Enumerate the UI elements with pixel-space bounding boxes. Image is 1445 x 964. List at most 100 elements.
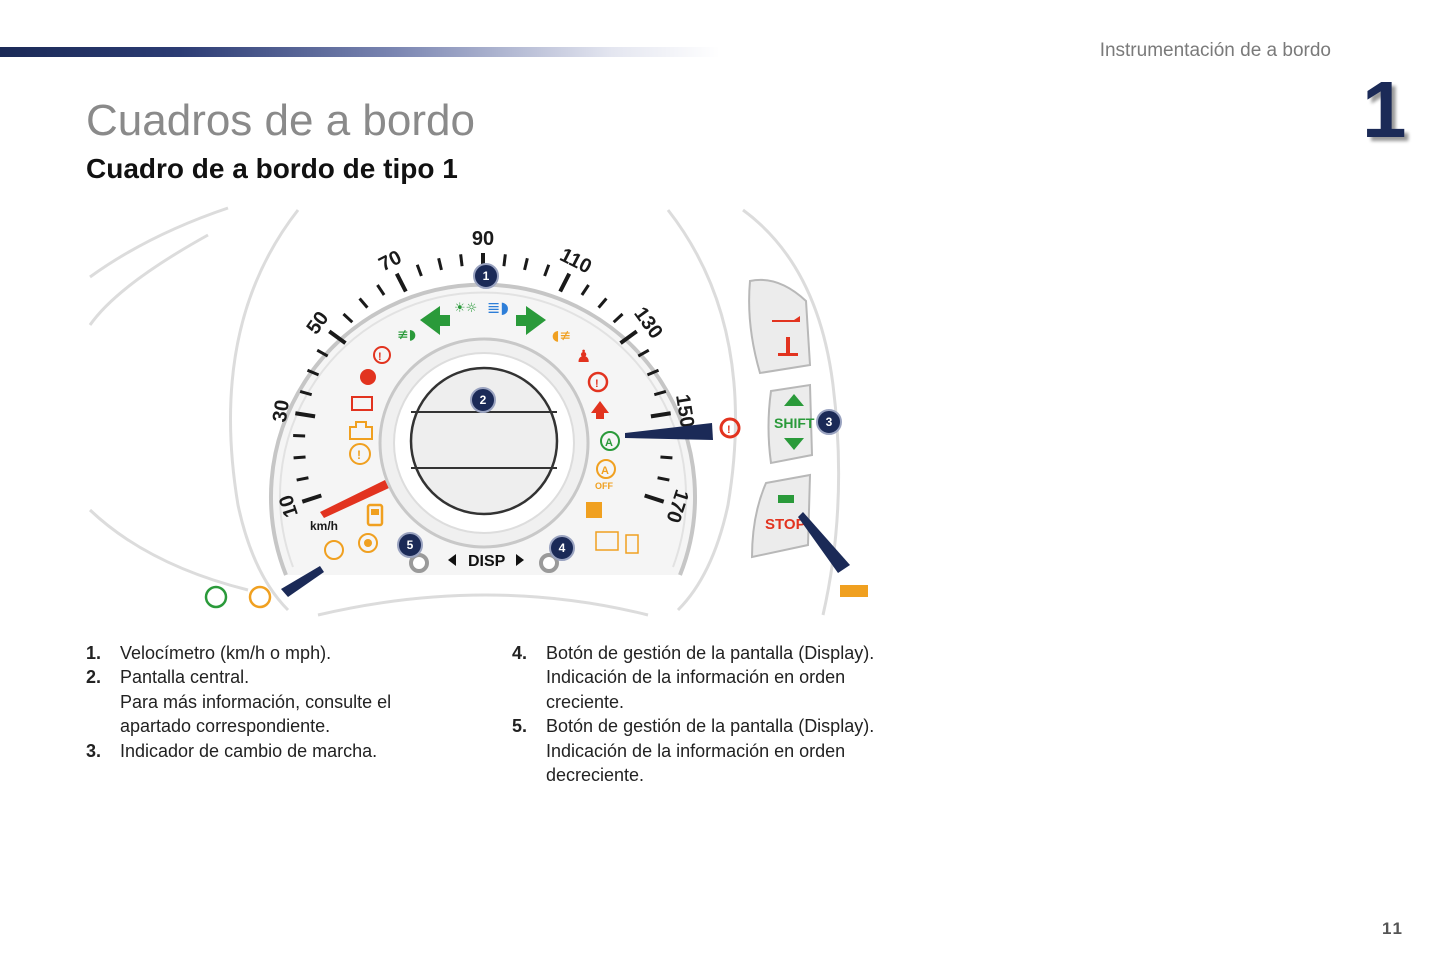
- legend-text: Velocímetro (km/h o mph).: [120, 643, 332, 663]
- speed-minor-tick: [358, 297, 369, 309]
- shift-label: SHIFT: [774, 415, 815, 431]
- speed-minor-tick: [415, 264, 423, 277]
- legend-text: Pantalla central.: [120, 667, 250, 688]
- legend-text: Botón de gestión de la pantalla (Display…: [546, 716, 875, 737]
- start-stop-icon: A: [600, 431, 620, 451]
- high-beam-icon: ≣◗: [487, 298, 509, 317]
- legend-text: decreciente.: [546, 765, 645, 786]
- speed-label: 150: [671, 393, 698, 429]
- legend-left: 1. Velocímetro (km/h o mph). 2. Pantalla…: [86, 641, 486, 763]
- speed-minor-tick: [306, 368, 320, 377]
- speed-minor-tick: [316, 348, 329, 358]
- svg-text:◖≢: ◖≢: [552, 328, 571, 344]
- speed-minor-tick: [657, 476, 670, 482]
- display-decrease-button[interactable]: [409, 553, 429, 573]
- speed-label: 90: [472, 228, 494, 250]
- svg-text:2: 2: [480, 393, 487, 407]
- speed-minor-tick: [660, 455, 673, 460]
- speed-minor-tick: [597, 297, 608, 309]
- svg-text:!: !: [595, 378, 599, 390]
- legend-number: 1.: [86, 643, 102, 663]
- speed-minor-tick: [437, 257, 443, 271]
- indicator-arrow-right-icon: [516, 306, 546, 335]
- oil-pressure-icon: [772, 316, 800, 322]
- legend-text: apartado correspondiente.: [120, 716, 331, 737]
- speed-minor-tick: [296, 476, 309, 482]
- callout-pointer-3: [625, 423, 713, 440]
- legend-text: Para más información, consulte el: [120, 691, 392, 712]
- gear-warning-icon: !: [719, 417, 741, 439]
- callout-3: 3: [816, 409, 842, 435]
- svg-text:!: !: [357, 448, 361, 462]
- esp-icon: [586, 502, 602, 518]
- speed-minor-tick: [612, 312, 624, 324]
- speed-minor-tick: [580, 284, 590, 296]
- callout-pointer-stop: [798, 512, 850, 573]
- header-gradient-bar: [0, 47, 720, 57]
- speed-major-tick: [650, 411, 671, 419]
- speed-limiter-icon: [358, 533, 378, 553]
- indicator-arrow-left-icon: [420, 306, 450, 335]
- svg-text:3: 3: [826, 415, 833, 429]
- speed-limiter-active-icon: [248, 585, 272, 609]
- speed-label: 50: [303, 308, 334, 339]
- esp-off-icon: [595, 531, 619, 551]
- speed-label: 130: [629, 303, 666, 343]
- speed-label: 30: [269, 398, 294, 423]
- legend-number: 2.: [86, 667, 102, 688]
- seatbelt-icon: ♟: [576, 347, 591, 367]
- speed-major-tick: [619, 329, 638, 345]
- speed-minor-tick: [502, 254, 507, 267]
- side-lights-icon: ☀☼: [454, 301, 477, 316]
- speed-major-tick: [394, 272, 408, 293]
- page-title: Cuadros de a bordo: [86, 96, 475, 145]
- legend-item-4: 4. Botón de gestión de la pantalla (Disp…: [512, 641, 932, 714]
- speed-minor-tick: [293, 455, 306, 460]
- speed-major-tick: [295, 411, 316, 419]
- page-number: 11: [1382, 919, 1404, 938]
- legend-number: 4.: [512, 643, 528, 663]
- chapter-number: 1: [1362, 65, 1407, 154]
- speed-minor-tick: [376, 284, 386, 296]
- display-increase-button[interactable]: [539, 553, 559, 573]
- speed-major-tick: [328, 329, 347, 345]
- stop-start-active-icon: [778, 495, 794, 503]
- brake-warning-icon: !: [373, 346, 391, 364]
- speed-unit-label: km/h: [310, 519, 338, 533]
- rear-fog-icon: ◖≢: [552, 328, 571, 344]
- speed-major-tick: [301, 493, 322, 504]
- speed-label: 70: [375, 246, 405, 276]
- airbag-icon: [360, 369, 376, 385]
- speedometer-needle: [320, 480, 389, 518]
- legend-text: Indicación de la información en orden: [546, 740, 846, 761]
- svg-text:OFF: OFF: [595, 481, 613, 491]
- shift-down-arrow-icon: [784, 438, 804, 450]
- legend-number: 5.: [512, 716, 528, 737]
- callout-2: 2: [470, 387, 496, 413]
- central-display: [409, 366, 559, 516]
- legend-text: creciente.: [546, 691, 625, 712]
- tyre-pressure-icon: !: [349, 443, 371, 465]
- svg-text:A: A: [601, 465, 609, 477]
- svg-text:5: 5: [407, 538, 414, 552]
- callout-5: 5: [397, 532, 423, 558]
- cruise-control-icon: [324, 540, 344, 560]
- legend-text: Indicador de cambio de marcha.: [120, 740, 378, 761]
- section-title: Instrumentación de a bordo: [1099, 40, 1331, 61]
- stop-label: STOP: [765, 516, 806, 533]
- speedometer-ticks: [293, 253, 673, 504]
- speed-minor-tick: [653, 389, 667, 397]
- svg-text:A: A: [605, 437, 613, 449]
- svg-text:≣◗: ≣◗: [487, 298, 509, 317]
- page-subtitle: Cuadro de a bordo de tipo 1: [86, 153, 458, 184]
- service-icon: [625, 534, 639, 554]
- stop-start-warning-icon: [840, 585, 868, 597]
- svg-text:4: 4: [559, 541, 566, 555]
- speed-minor-tick: [459, 254, 464, 267]
- callout-1: 1: [473, 263, 499, 289]
- engine-icon: [349, 421, 373, 440]
- legend-item-5: 5. Botón de gestión de la pantalla (Disp…: [512, 714, 932, 787]
- speed-minor-tick: [637, 348, 650, 358]
- callout-pointer-cruise: [281, 566, 324, 597]
